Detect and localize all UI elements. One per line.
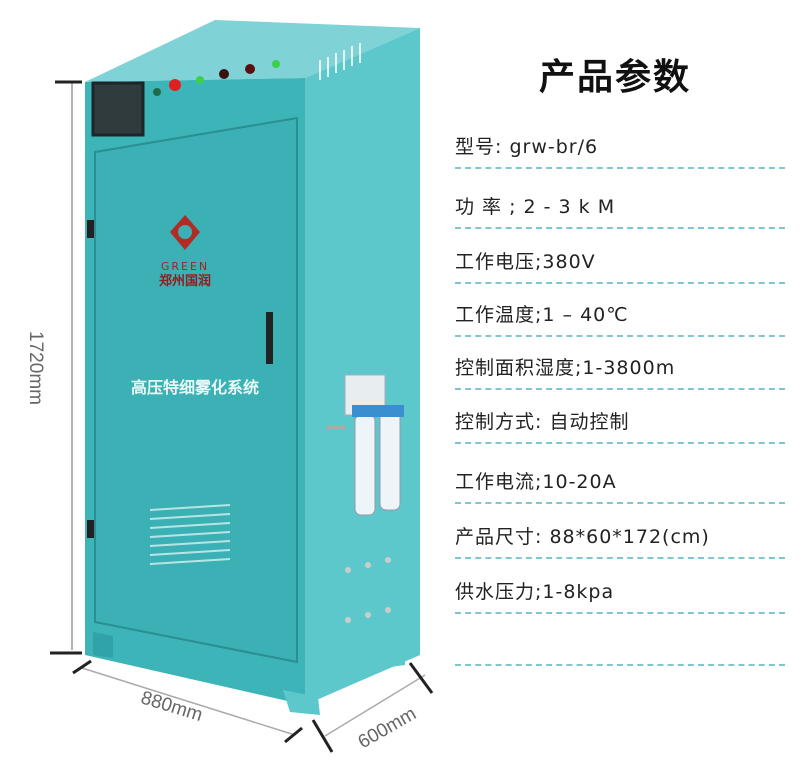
water-filter [326,374,404,516]
door-label: 高压特细雾化系统 [131,378,259,397]
depth-label: 600mm [355,703,420,753]
height-label: 1720mm [25,331,46,405]
divider [455,502,785,504]
divider [455,227,785,229]
spec-text: 控制面积湿度;1-3800m [455,357,676,379]
divider [455,335,785,337]
divider [455,388,785,390]
cabinet-leg [283,690,320,715]
page-title: 产品参数 [538,57,691,98]
width-label: 880mm [138,687,205,726]
water-indicator [272,60,280,68]
divider [455,167,785,169]
cabinet-leg [93,632,113,658]
spec-text: 工作温度;1 – 40℃ [455,304,629,326]
stop-button [219,69,229,79]
divider [455,612,785,614]
divider [455,282,785,284]
start-button [169,79,181,91]
logo-english: GREEN [161,260,209,273]
power-indicator [153,88,161,96]
spec-current: 工作电流;10-20A [455,450,785,504]
pipe-fittings [345,557,391,623]
brand-logo: GREEN 郑州国润 [159,215,211,289]
spec-control-mode: 控制方式: 自动控制 [455,390,785,444]
divider [455,442,785,444]
spec-voltage: 工作电压;380V [455,230,785,284]
spec-area: 控制面积湿度;1-3800m [455,336,785,390]
fault-button [245,64,255,74]
spec-text: 功 率 ; 2 - 3 k M [455,196,616,218]
spec-water-pressure: 供水压力;1-8kpa [455,560,785,614]
spec-text: 工作电压;380V [455,251,596,273]
spec-text: 工作电流;10-20A [455,471,617,493]
cabinet-top [85,20,420,82]
height-dimension: 1720mm [25,80,82,655]
cabinet-side [305,28,420,705]
cabinet-leg [388,646,405,667]
touch-screen [91,81,145,137]
spec-text: 型号: grw-br/6 [455,136,599,158]
spec-temperature: 工作温度;1 – 40℃ [455,283,785,337]
divider [455,557,785,559]
divider [455,664,785,666]
door-hinge [87,220,94,238]
vent-slots [319,43,361,80]
door-handle [266,312,273,364]
run-indicator [196,76,204,84]
spec-text: 产品尺寸: 88*60*172(cm) [455,526,710,548]
spec-text: 供水压力;1-8kpa [455,581,615,603]
logo-chinese: 郑州国润 [159,273,211,289]
spec-empty [455,612,785,666]
spec-size: 产品尺寸: 88*60*172(cm) [455,505,785,559]
cabinet-door [94,116,298,664]
spec-power: 功 率 ; 2 - 3 k M [455,175,785,229]
spec-text: 控制方式: 自动控制 [455,411,630,433]
spec-model: 型号: grw-br/6 [455,115,785,169]
door-hinge [87,520,94,538]
contact-info-sticker [149,504,231,565]
